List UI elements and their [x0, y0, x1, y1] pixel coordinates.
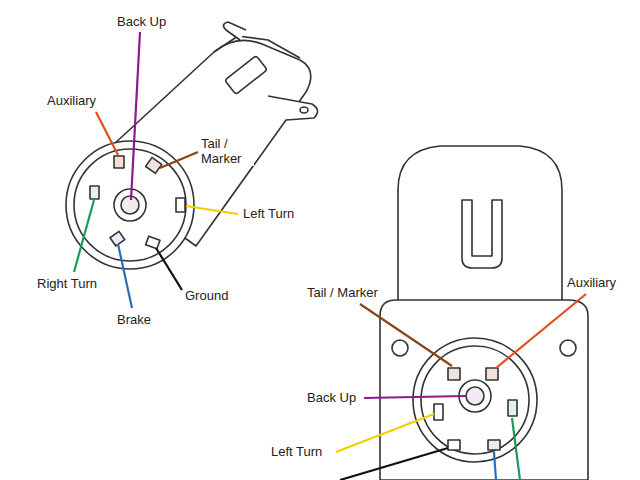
pin-label: Left Turn: [242, 206, 295, 221]
pin-label: Tail / Marker: [200, 136, 254, 166]
pin-label: Tail / Marker: [306, 285, 379, 300]
pin-label: Back Up: [306, 390, 357, 405]
pin-label: Right Turn: [36, 276, 98, 291]
pin-label: Auxiliary: [566, 275, 617, 290]
pin-label: Ground: [184, 288, 229, 303]
pin-label: Left Turn: [270, 444, 323, 459]
pin-label: Auxiliary: [46, 93, 97, 108]
pin-label: Back Up: [116, 14, 167, 29]
pin-label: Brake: [116, 312, 152, 327]
